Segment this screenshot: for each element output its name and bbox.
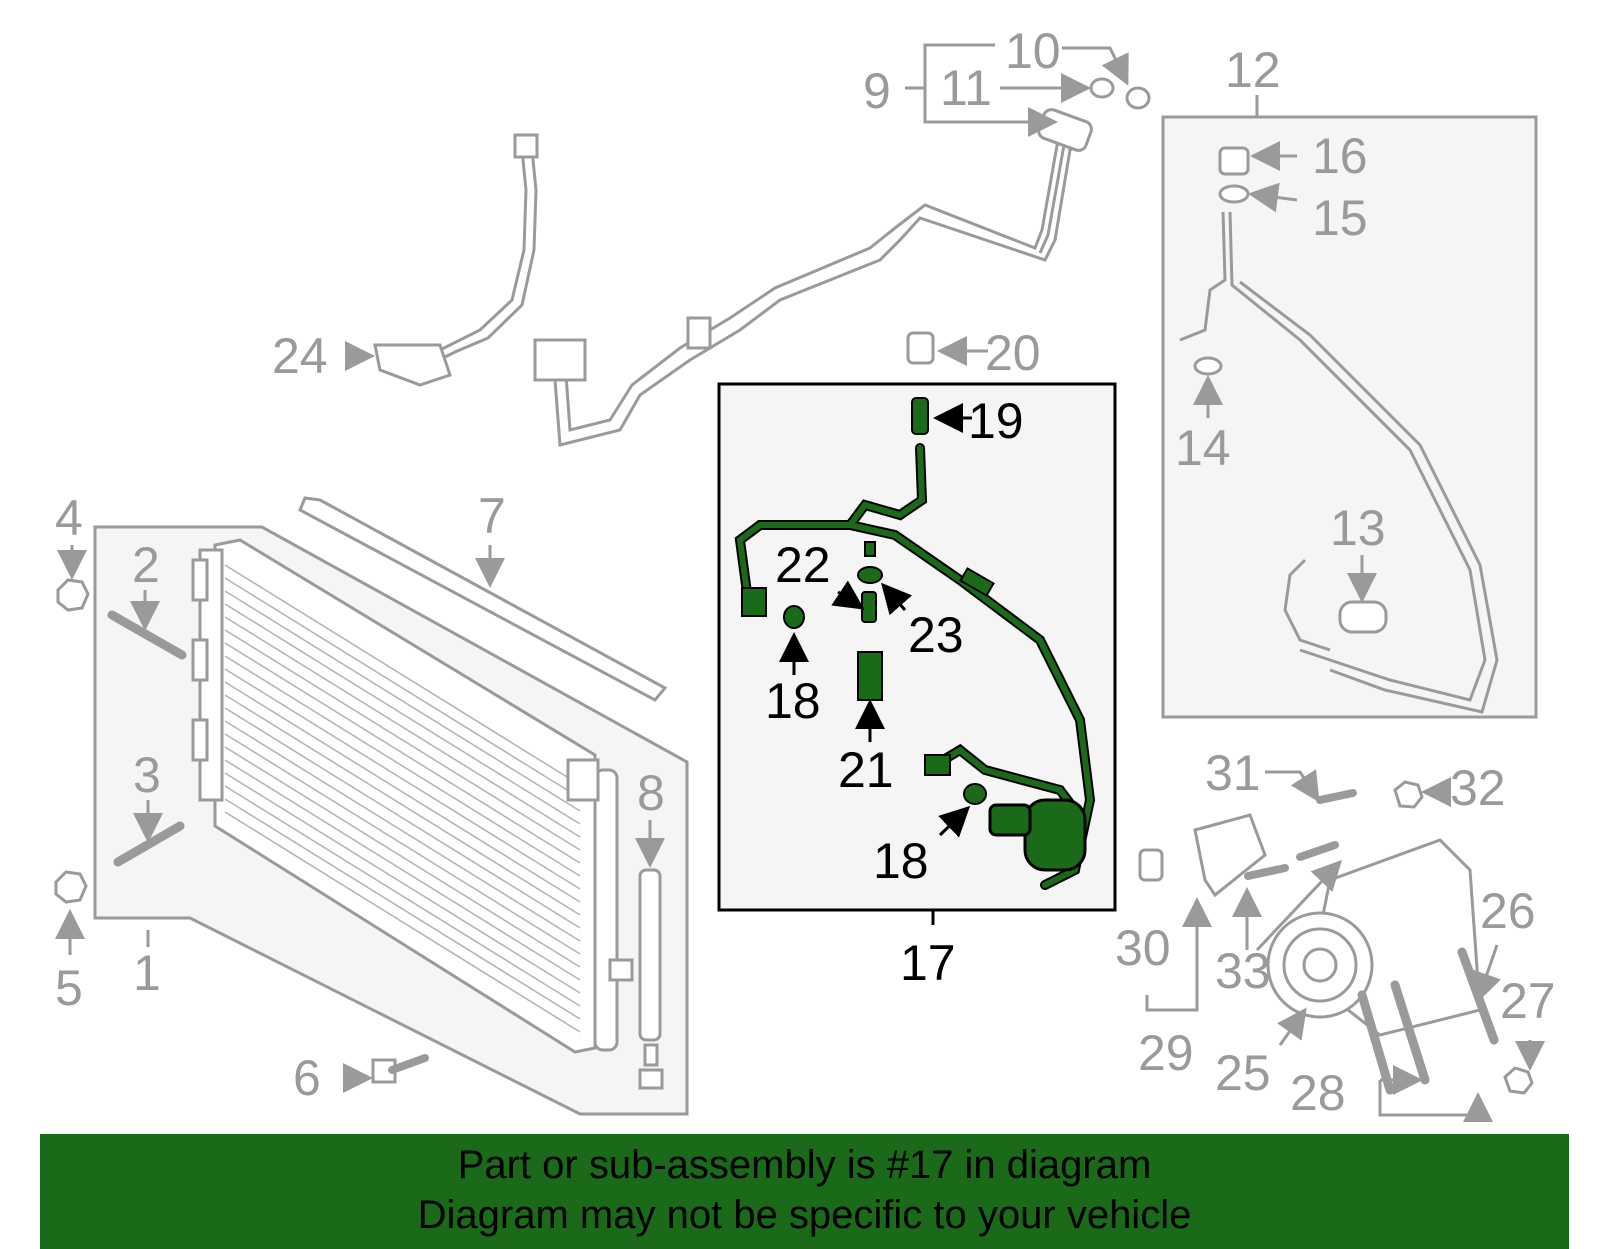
callout-28: 28 (1290, 1065, 1346, 1121)
part-8-cartridge (638, 868, 664, 1090)
callout-6: 6 (293, 1050, 321, 1106)
callout-9: 9 (863, 63, 891, 119)
callout-18b: 18 (873, 833, 929, 889)
info-banner: Part or sub-assembly is #17 in diagram D… (40, 1134, 1569, 1249)
part-12-panel (1161, 115, 1538, 719)
callout-11: 11 (940, 60, 992, 116)
part-7-strip (298, 496, 668, 702)
callout-24: 24 (272, 328, 328, 384)
callout-5: 5 (55, 960, 83, 1016)
callout-1: 1 (133, 945, 161, 1001)
callout-3: 3 (133, 747, 161, 803)
callout-14: 14 (1175, 420, 1231, 476)
callout-7: 7 (478, 488, 506, 544)
callout-20: 20 (985, 325, 1041, 381)
banner-line-2: Diagram may not be specific to your vehi… (417, 1193, 1192, 1237)
leader-lines-17 (779, 403, 972, 925)
callout-15: 15 (1312, 190, 1368, 246)
callout-29: 29 (1138, 1025, 1194, 1081)
callout-30: 30 (1115, 920, 1171, 976)
callout-21: 21 (838, 742, 894, 798)
condenser-fins (224, 564, 581, 1033)
callout-26: 26 (1480, 883, 1536, 939)
part-11-oring (1089, 77, 1115, 99)
part-2-rod (107, 610, 187, 660)
callout-2: 2 (132, 537, 160, 593)
callout-25: 25 (1215, 1045, 1271, 1101)
part-4-nut (56, 578, 90, 612)
condenser-core (213, 538, 597, 1054)
callout-12: 12 (1225, 42, 1281, 98)
callout-32: 32 (1450, 760, 1506, 816)
callout-10: 10 (1005, 23, 1061, 79)
leader-lines (55, 43, 1545, 1122)
callout-13: 13 (1330, 500, 1386, 556)
callout-33: 33 (1215, 943, 1271, 999)
upper-refrigerant-line (533, 108, 1093, 447)
callout-8: 8 (637, 765, 665, 821)
callout-labels: 1 2 3 4 5 6 7 8 9 10 11 12 13 14 15 16 1… (55, 23, 1556, 1121)
callout-22: 22 (775, 537, 831, 593)
callout-16: 16 (1312, 128, 1368, 184)
compressor-group (1138, 780, 1534, 1095)
callout-4: 4 (55, 490, 83, 546)
part-6-bolt (371, 1054, 429, 1084)
callout-31: 31 (1205, 745, 1261, 801)
condenser-panel (93, 525, 689, 1116)
part-5-nut (54, 870, 88, 904)
callout-27: 27 (1500, 973, 1556, 1029)
callout-17: 17 (900, 935, 956, 991)
part-3-rod (113, 821, 185, 867)
callout-19: 19 (968, 393, 1024, 449)
part-10-oring (1125, 86, 1151, 110)
banner-line-1: Part or sub-assembly is #17 in diagram (457, 1143, 1152, 1187)
callout-18a: 18 (765, 673, 821, 729)
part-24-line (373, 133, 539, 387)
part-20-cap (906, 331, 935, 365)
callout-23: 23 (908, 607, 964, 663)
